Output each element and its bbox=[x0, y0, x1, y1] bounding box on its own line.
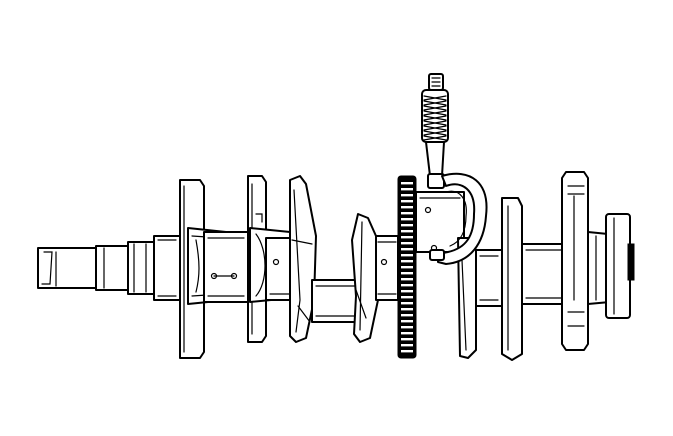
front-main-journal bbox=[153, 235, 181, 301]
reluctor-tooth-gap bbox=[401, 254, 413, 257]
reluctor-tooth-gap bbox=[401, 236, 413, 239]
reluctor-tooth-gap bbox=[401, 284, 413, 287]
counterweight-3 bbox=[289, 175, 317, 343]
rod-journal-1 bbox=[203, 231, 249, 303]
reluctor-tooth-gap bbox=[401, 344, 413, 347]
reluctor-tooth-gap bbox=[401, 266, 413, 269]
counterweight-4 bbox=[351, 213, 379, 343]
reluctor-tooth-gap bbox=[401, 272, 413, 275]
reluctor-tooth-gap bbox=[401, 314, 413, 317]
reluctor-tooth-gap bbox=[401, 278, 413, 281]
micrometer bbox=[421, 73, 488, 265]
micrometer-knurling bbox=[423, 95, 447, 141]
reluctor-tooth-gap bbox=[401, 338, 413, 341]
reluctor-tooth-gap bbox=[401, 194, 413, 197]
knurl-line bbox=[423, 95, 447, 101]
knurl-line bbox=[423, 110, 447, 116]
reluctor-ring-teeth bbox=[401, 182, 413, 353]
reluctor-tooth-gap bbox=[401, 350, 413, 353]
reluctor-tooth-gap bbox=[401, 302, 413, 305]
reluctor-tooth-gap bbox=[401, 320, 413, 323]
reluctor-tooth-gap bbox=[401, 260, 413, 263]
knurl-line bbox=[423, 115, 447, 121]
reluctor-ring bbox=[397, 175, 417, 359]
reluctor-tooth-gap bbox=[401, 218, 413, 221]
knurl-line bbox=[423, 105, 447, 111]
reluctor-tooth-gap bbox=[401, 224, 413, 227]
knurl-line bbox=[423, 100, 447, 106]
reluctor-tooth-gap bbox=[401, 332, 413, 335]
reluctor-tooth-gap bbox=[401, 296, 413, 299]
reluctor-tooth-gap bbox=[401, 308, 413, 311]
reluctor-tooth-gap bbox=[401, 248, 413, 251]
crankshaft-snout bbox=[37, 241, 155, 295]
knurl-line bbox=[423, 135, 447, 141]
reluctor-tooth-gap bbox=[401, 242, 413, 245]
reluctor-tooth-gap bbox=[401, 206, 413, 209]
micrometer-frame bbox=[437, 172, 488, 265]
reluctor-tooth-gap bbox=[401, 212, 413, 215]
reluctor-tooth-gap bbox=[401, 230, 413, 233]
rear-rod-journal bbox=[475, 197, 523, 361]
reluctor-tooth-gap bbox=[401, 290, 413, 293]
knurl-line bbox=[423, 120, 447, 126]
micrometer-anvil bbox=[429, 249, 445, 261]
rod-journal-3 bbox=[375, 235, 399, 301]
rear-flange bbox=[605, 213, 635, 319]
reluctor-tooth-gap bbox=[401, 200, 413, 203]
counterweight-rear bbox=[561, 171, 611, 351]
measured-journal bbox=[415, 191, 465, 253]
reluctor-tooth-gap bbox=[401, 182, 413, 185]
knurl-line bbox=[423, 130, 447, 136]
knurl-line bbox=[423, 125, 447, 131]
reluctor-tooth-gap bbox=[401, 326, 413, 329]
center-main-journal bbox=[311, 279, 363, 323]
reluctor-tooth-gap bbox=[401, 188, 413, 191]
micrometer-sleeve bbox=[425, 141, 445, 177]
